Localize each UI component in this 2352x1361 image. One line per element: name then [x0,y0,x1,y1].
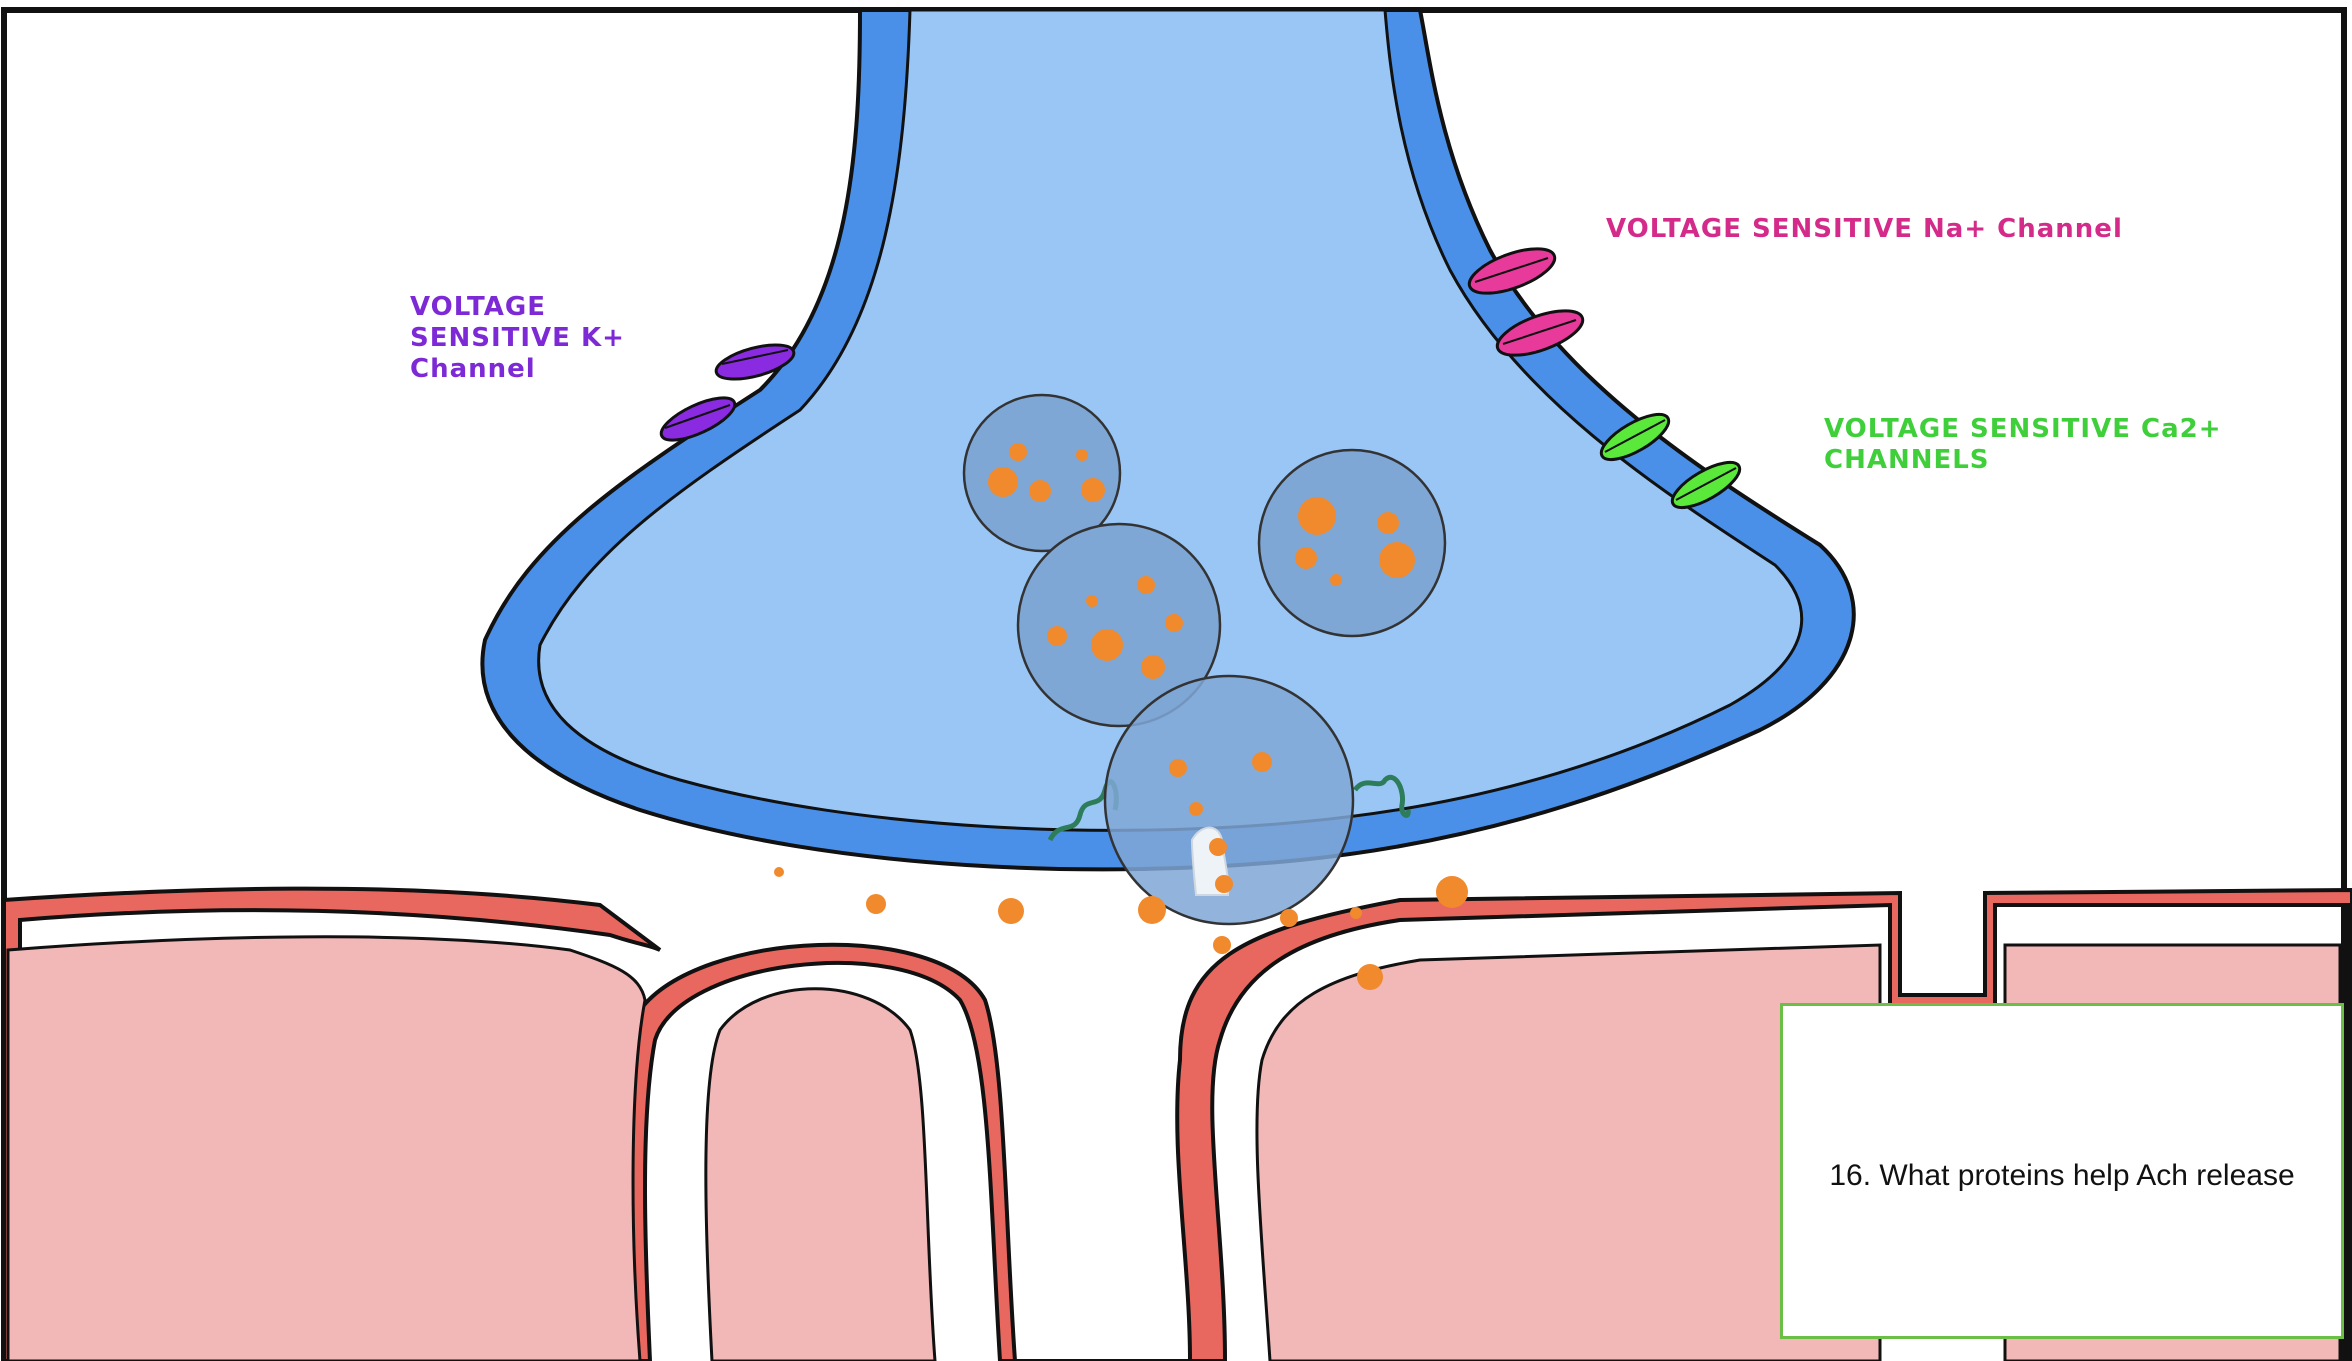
ach-dot [1209,838,1227,856]
ach-dot [866,894,886,914]
ach-dot [1189,802,1203,816]
ach-dot [998,898,1024,924]
vesicle-membrane [1259,450,1445,636]
ach-dot [1076,449,1088,461]
ach-dot [988,467,1018,497]
ach-dot [1009,443,1027,461]
ach-dot [1280,909,1298,927]
ach-dot [1029,480,1051,502]
ach-dot [1165,614,1183,632]
k-channel-label: VOLTAGE SENSITIVE K+ Channel [410,292,625,385]
ach-dot [1086,595,1098,607]
ach-dot [1252,752,1272,772]
ach-dot [1169,759,1187,777]
ach-dot [1379,542,1415,578]
ach-dot [1377,512,1399,534]
ca-channel-label: VOLTAGE SENSITIVE Ca2+ CHANNELS [1824,414,2222,476]
na-channel-label: VOLTAGE SENSITIVE Na+ Channel [1606,214,2123,245]
question-text: 16. What proteins help Ach release [1783,1159,2341,1193]
ach-dot [1215,875,1233,893]
vesicle-2 [1259,450,1445,636]
ach-dot [1350,907,1362,919]
ach-dot [1047,626,1067,646]
ach-dot [1436,876,1468,908]
ach-dot [1137,576,1155,594]
ach-dot [1213,936,1231,954]
ach-dot [1330,574,1342,586]
ach-dot [1081,478,1105,502]
ach-dot [1138,896,1166,924]
ach-dot [1141,655,1165,679]
muscle-fold-cytoplasm [706,989,935,1361]
ach-dot [1295,547,1317,569]
question-box[interactable]: 16. What proteins help Ach release [1780,1003,2344,1339]
muscle-cytoplasm [8,937,645,1361]
ach-dot [1357,964,1383,990]
ach-dot [774,867,784,877]
ach-dot [1091,629,1123,661]
ach-dot [1298,497,1336,535]
